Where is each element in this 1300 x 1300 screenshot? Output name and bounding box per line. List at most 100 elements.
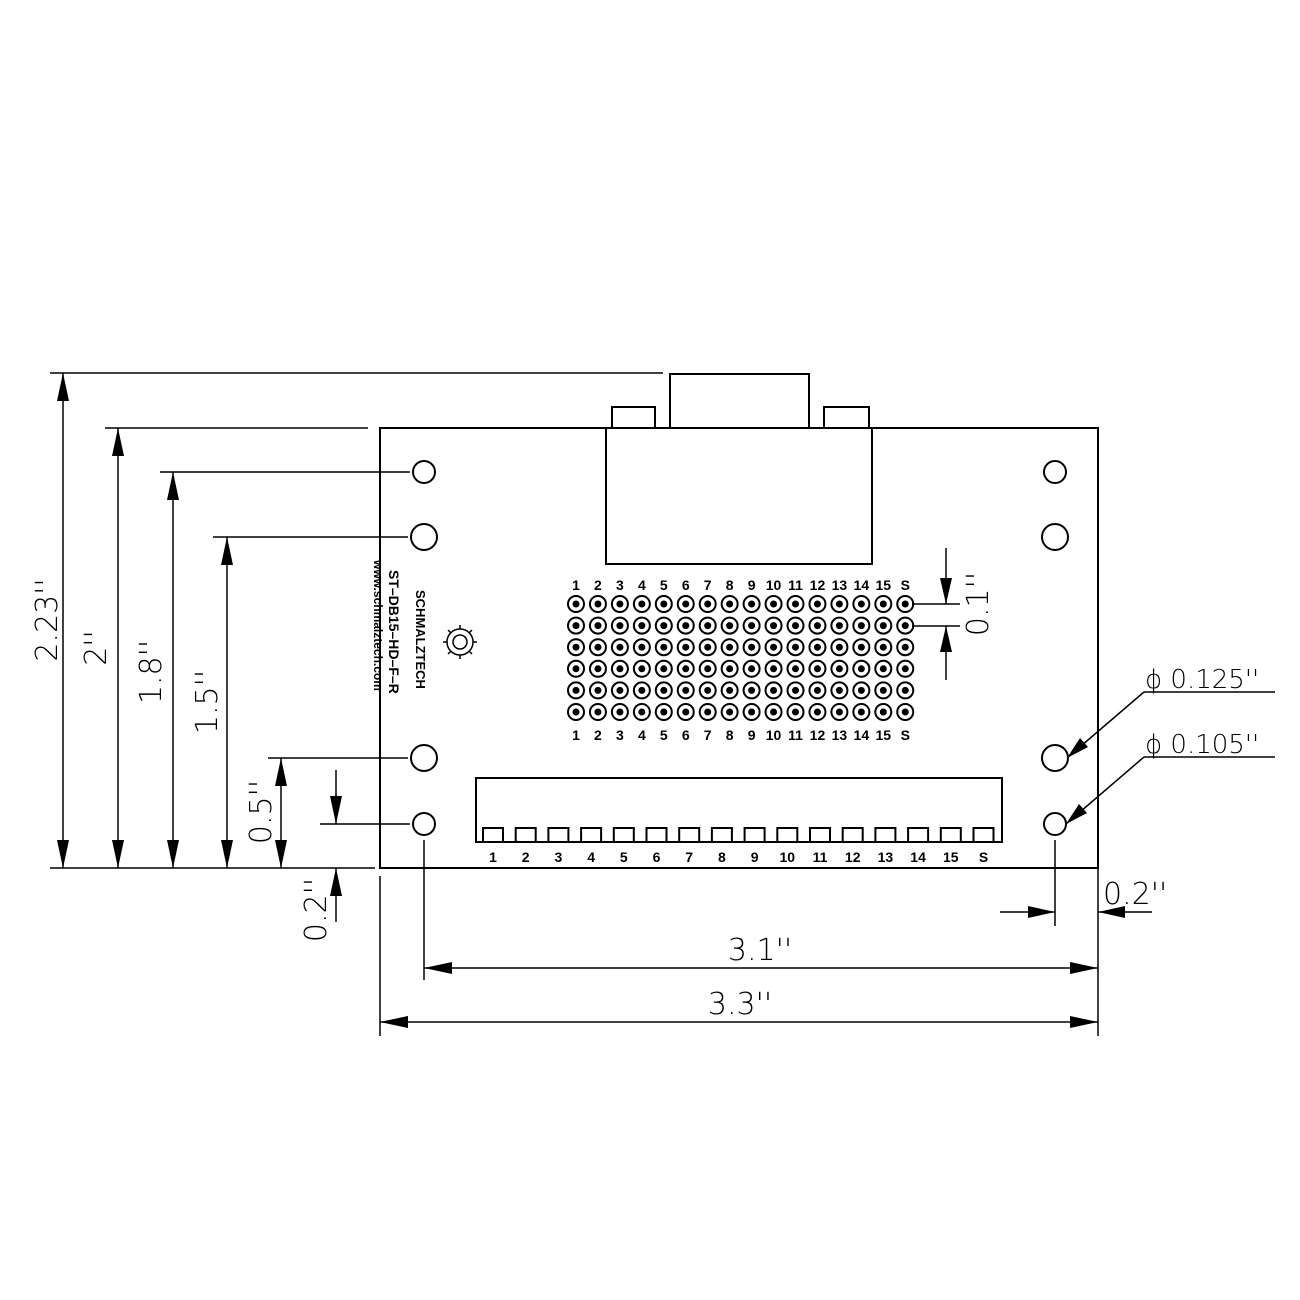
brand-logo — [443, 625, 477, 659]
proto-hole — [786, 703, 805, 721]
proto-hole — [567, 616, 585, 635]
dimension-1.5: 1.5'' — [190, 537, 233, 868]
proto-hole — [808, 703, 827, 721]
proto-hole — [632, 638, 651, 657]
dim-3.1-label: 3.1'' — [728, 933, 792, 968]
terminal-tab — [743, 827, 766, 843]
proto-hole-center — [857, 686, 865, 694]
proto-hole — [698, 595, 717, 613]
proto-hole — [852, 659, 871, 678]
proto-hole-center — [857, 643, 865, 651]
pin-label-bottom: 13 — [832, 727, 848, 743]
terminal-label: S — [979, 849, 988, 865]
proto-hole — [720, 638, 739, 657]
website-label: www.schmalztech.com — [371, 559, 385, 691]
pin-label-top: 8 — [726, 577, 734, 593]
proto-hole — [632, 659, 651, 678]
proto-hole — [567, 595, 585, 613]
proto-hole — [698, 638, 717, 657]
proto-hole — [654, 703, 673, 721]
mounting-hole — [1041, 523, 1069, 551]
pin-label-bottom: 5 — [660, 727, 668, 743]
dimension-0.1: 0.1'' — [912, 548, 996, 680]
proto-hole-center — [572, 708, 580, 716]
pin-label-bottom: 8 — [726, 727, 734, 743]
proto-hole-center — [726, 600, 734, 608]
proto-hole-center — [726, 643, 734, 651]
proto-hole — [610, 703, 629, 721]
proto-hole-center — [660, 665, 668, 673]
pin-label-bottom: 2 — [594, 727, 602, 743]
proto-hole-center — [704, 686, 712, 694]
proto-hole-center — [813, 686, 821, 694]
proto-hole-center — [813, 643, 821, 651]
proto-hole-center — [901, 665, 909, 673]
proto-hole — [610, 638, 629, 657]
leader-diameter-0.125: ϕ 0.125'' — [1066, 665, 1275, 759]
proto-hole-center — [835, 686, 843, 694]
proto-hole-center — [660, 708, 668, 716]
terminal-label: 8 — [718, 849, 726, 865]
pin-label-top: 15 — [876, 577, 892, 593]
proto-hole — [896, 703, 915, 721]
proto-hole-center — [660, 686, 668, 694]
proto-hole-center — [792, 665, 799, 673]
proto-hole — [720, 659, 739, 678]
proto-hole — [808, 659, 827, 678]
board-outline — [379, 427, 1099, 869]
dimension-2: 2'' — [79, 428, 124, 868]
pin-label-top: 6 — [682, 577, 690, 593]
proto-hole-center — [748, 686, 756, 694]
pin-label-bottom: S — [901, 727, 910, 743]
proto-hole — [720, 616, 739, 635]
proto-hole — [588, 616, 607, 635]
pin-label-top: 2 — [594, 577, 602, 593]
dim-0.1-label: 0.1'' — [961, 572, 996, 636]
pin-label-top: 4 — [638, 577, 646, 593]
proto-hole — [698, 659, 717, 678]
proto-hole-center — [594, 708, 602, 716]
proto-hole — [632, 595, 651, 613]
dim-3.3-label: 3.3'' — [708, 987, 772, 1022]
proto-hole — [720, 595, 739, 613]
proto-hole-center — [835, 600, 843, 608]
proto-hole-center — [770, 622, 778, 630]
proto-hole-center — [638, 600, 646, 608]
mounting-hole — [410, 523, 438, 551]
dimension-0.5: 0.5'' — [244, 758, 287, 868]
terminal-tab — [939, 827, 962, 843]
proto-hole — [588, 703, 607, 721]
proto-hole-center — [704, 643, 712, 651]
terminal-tab — [580, 827, 603, 843]
dim-2.23-label: 2.23'' — [30, 578, 65, 661]
proto-hole — [874, 638, 893, 657]
proto-hole — [567, 703, 585, 721]
brand-label: SCHMALZTECH — [413, 590, 428, 689]
mounting-hole — [412, 460, 436, 484]
terminal-tab — [514, 827, 537, 843]
proto-hole — [742, 681, 761, 700]
proto-hole — [676, 616, 695, 635]
proto-hole-center — [660, 600, 668, 608]
dim-1.5-label: 1.5'' — [190, 670, 225, 734]
proto-hole-center — [901, 708, 909, 716]
proto-hole-center — [704, 600, 712, 608]
proto-hole-center — [792, 708, 799, 716]
proto-hole — [808, 681, 827, 700]
proto-hole — [852, 638, 871, 657]
dim-0.2-right-label: 0.2'' — [1103, 877, 1167, 912]
pin-label-top: 9 — [748, 577, 756, 593]
terminal-label: 9 — [751, 849, 759, 865]
proto-hole-center — [594, 643, 602, 651]
proto-hole — [874, 681, 893, 700]
proto-hole-center — [879, 686, 887, 694]
proto-hole — [786, 681, 805, 700]
proto-hole — [830, 681, 849, 700]
pin-label-bottom: 7 — [704, 727, 712, 743]
proto-hole — [830, 616, 849, 635]
terminal-label: 15 — [943, 849, 959, 865]
terminal-label: 4 — [587, 849, 595, 865]
proto-hole — [764, 595, 783, 613]
